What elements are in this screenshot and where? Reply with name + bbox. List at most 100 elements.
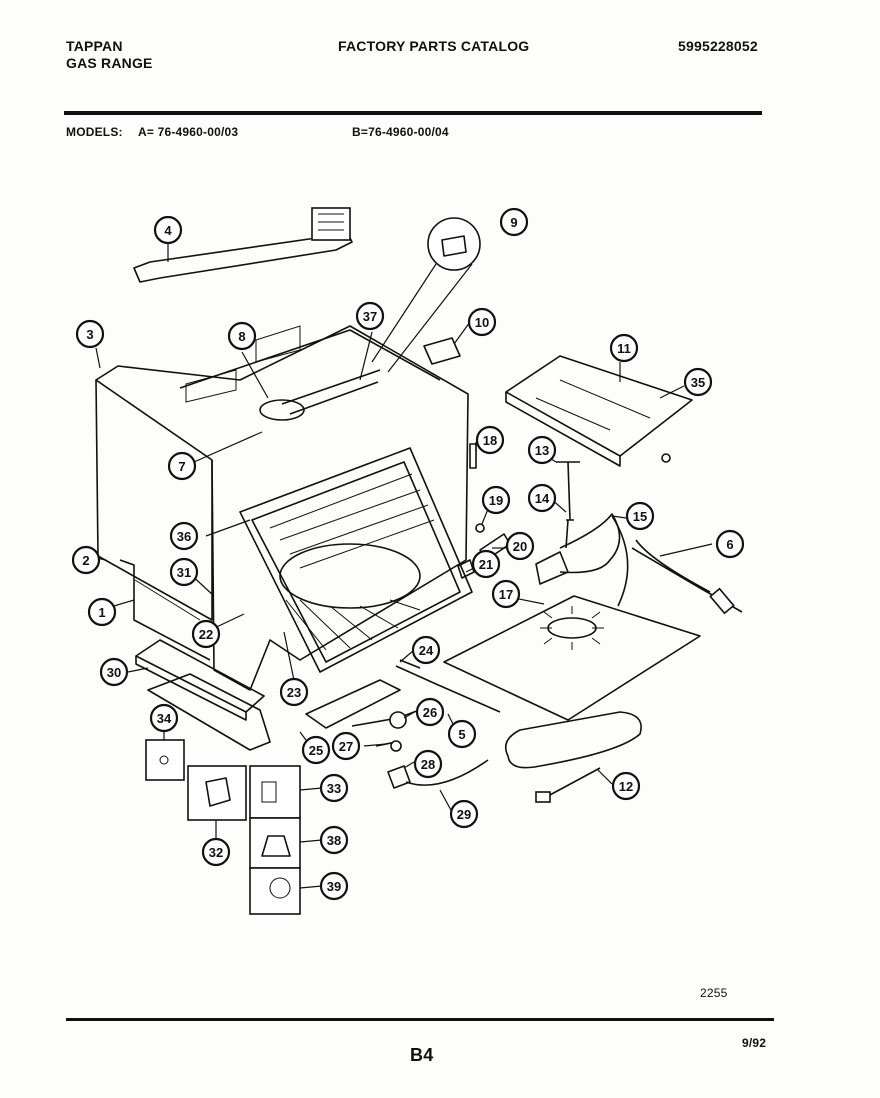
callout-number: 2 xyxy=(82,553,89,568)
callout-number: 30 xyxy=(107,665,121,680)
callout-number: 36 xyxy=(177,529,191,544)
callout-circle xyxy=(153,215,183,245)
callout-circle xyxy=(413,749,443,779)
callout-number: 9 xyxy=(510,215,517,230)
callout-number: 31 xyxy=(177,565,191,580)
callout-circle xyxy=(71,545,101,575)
callout-15: 15 xyxy=(625,501,655,531)
callout-11: 11 xyxy=(609,333,639,363)
callout-5: 5 xyxy=(447,719,477,749)
callout-3: 3 xyxy=(75,319,105,349)
callout-circle xyxy=(411,635,441,665)
callout-circle xyxy=(499,207,529,237)
callout-number: 20 xyxy=(513,539,527,554)
part-broil-burner-parts xyxy=(351,705,489,789)
callout-number: 6 xyxy=(726,537,733,552)
revision-date: 9/92 xyxy=(742,1036,767,1050)
callout-number: 34 xyxy=(157,711,172,726)
model-a: A= 76-4960-00/03 xyxy=(138,125,239,139)
callout-number: 28 xyxy=(421,757,435,772)
callout-circle xyxy=(491,579,521,609)
callout-18: 18 xyxy=(475,425,505,455)
part-bracket xyxy=(423,337,461,365)
callout-circle xyxy=(319,871,349,901)
callout-circle xyxy=(167,451,197,481)
callout-circle xyxy=(471,549,501,579)
part-top-trim-rail xyxy=(133,207,353,283)
callout-4: 4 xyxy=(153,215,183,245)
callout-34: 34 xyxy=(149,703,179,733)
callout-8: 8 xyxy=(227,321,257,351)
callout-29: 29 xyxy=(449,799,479,829)
callout-circle xyxy=(449,799,479,829)
callout-number: 21 xyxy=(479,557,493,572)
callout-circle xyxy=(611,771,641,801)
callout-number: 35 xyxy=(691,375,705,390)
callout-circle xyxy=(625,501,655,531)
callout-number: 4 xyxy=(164,223,172,238)
callout-circle xyxy=(475,425,505,455)
callout-number: 7 xyxy=(178,459,185,474)
part-orifice-detail xyxy=(371,217,481,373)
callout-23: 23 xyxy=(279,677,309,707)
callout-14: 14 xyxy=(527,483,557,513)
callout-number: 12 xyxy=(619,779,633,794)
part-oven-cavity xyxy=(239,447,473,673)
callout-number: 23 xyxy=(287,685,301,700)
callout-number: 33 xyxy=(327,781,341,796)
part-control-panel xyxy=(505,355,693,467)
callout-circle xyxy=(527,483,557,513)
callout-circle xyxy=(201,837,231,867)
callout-31: 31 xyxy=(169,557,199,587)
callout-number: 15 xyxy=(633,509,647,524)
callout-number: 29 xyxy=(457,807,471,822)
callout-number: 1 xyxy=(98,605,105,620)
callout-number: 14 xyxy=(535,491,550,506)
callout-circle xyxy=(527,435,557,465)
part-igniter xyxy=(504,711,642,803)
callout-number: 39 xyxy=(327,879,341,894)
callout-circle xyxy=(169,521,199,551)
callout-39: 39 xyxy=(319,871,349,901)
callout-6: 6 xyxy=(715,529,745,559)
callout-circle xyxy=(87,597,117,627)
callout-number: 37 xyxy=(363,309,377,324)
part-top-burner xyxy=(185,325,381,421)
callout-circle xyxy=(149,703,179,733)
callout-circle xyxy=(75,319,105,349)
callout-17: 17 xyxy=(491,579,521,609)
callout-2: 2 xyxy=(71,545,101,575)
callout-35: 35 xyxy=(683,367,713,397)
callout-circle xyxy=(279,677,309,707)
callout-21: 21 xyxy=(471,549,501,579)
callout-circle xyxy=(99,657,129,687)
callout-circle xyxy=(191,619,221,649)
catalog-title: FACTORY PARTS CATALOG xyxy=(338,38,530,54)
page-number: B4 xyxy=(410,1045,434,1065)
callout-32: 32 xyxy=(201,837,231,867)
catalog-number: 5995228052 xyxy=(678,38,758,54)
callout-circle xyxy=(715,529,745,559)
brand-name: TAPPAN xyxy=(66,38,123,54)
callout-33: 33 xyxy=(319,773,349,803)
callout-number: 25 xyxy=(309,743,323,758)
callout-circle xyxy=(505,531,535,561)
part-thermostat-bulb xyxy=(631,539,743,615)
callout-number: 3 xyxy=(86,327,93,342)
callout-1: 1 xyxy=(87,597,117,627)
part-bottom-panel xyxy=(443,595,701,721)
figure-code: 2255 xyxy=(700,986,728,1000)
callout-circle xyxy=(319,825,349,855)
callout-19: 19 xyxy=(481,485,511,515)
callout-circle xyxy=(169,557,199,587)
callout-9: 9 xyxy=(499,207,529,237)
callout-circle xyxy=(415,697,445,727)
footer-rule xyxy=(66,1018,774,1021)
callout-38: 38 xyxy=(319,825,349,855)
callout-number: 26 xyxy=(423,705,437,720)
callout-13: 13 xyxy=(527,435,557,465)
callout-circle xyxy=(355,301,385,331)
part-kick-panel xyxy=(135,639,265,721)
